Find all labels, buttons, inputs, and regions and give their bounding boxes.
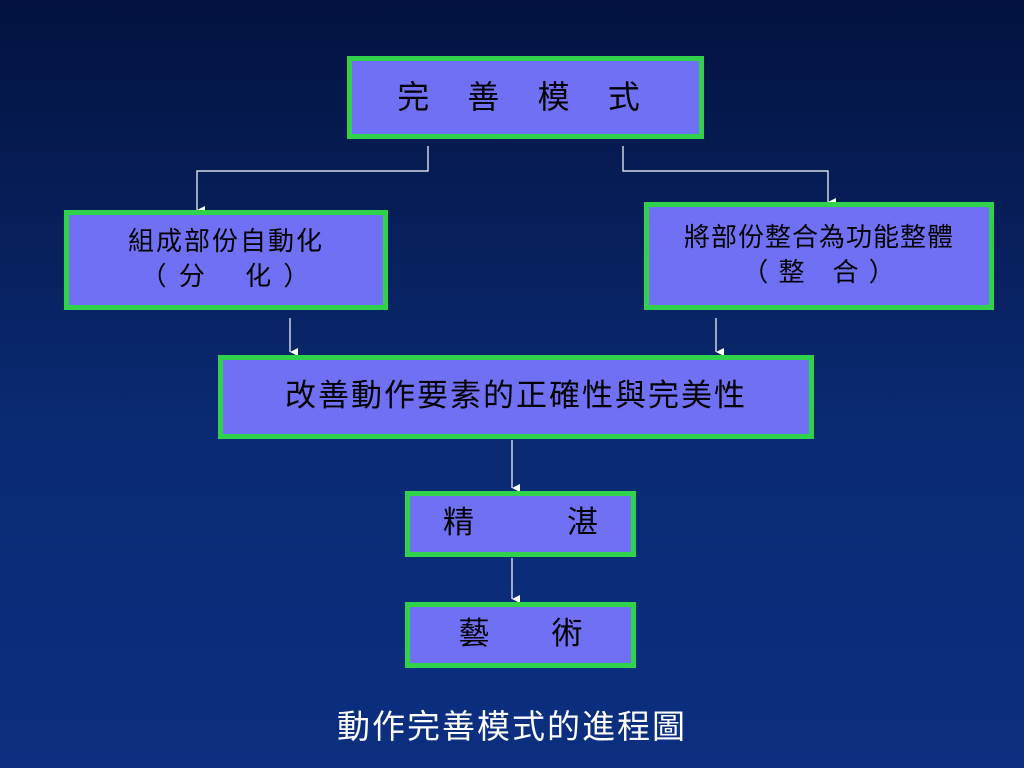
box-artistry: 藝 術 xyxy=(405,602,636,668)
diagram-caption: 動作完善模式的進程圖 xyxy=(337,707,687,746)
box-mastery: 精 湛 xyxy=(405,491,636,557)
box-differentiation: 組成部份自動化 （ 分 化 ） xyxy=(64,210,388,310)
box-improve-movement: 改善動作要素的正確性與完美性 xyxy=(218,355,814,439)
box-perfection-model-label: 完 善 模 式 xyxy=(397,77,654,116)
box-integration-line1: 將部份整合為功能整體 xyxy=(683,222,954,253)
box-integration: 將部份整合為功能整體 （ 整 合 ） xyxy=(644,202,994,310)
connector-top-to-right xyxy=(622,146,836,206)
box-differentiation-line1: 組成部份自動化 xyxy=(127,226,324,257)
box-differentiation-line2: （ 分 化 ） xyxy=(140,262,312,292)
box-improve-movement-label: 改善動作要素的正確性與完美性 xyxy=(285,378,747,415)
box-integration-line2: （ 整 合 ） xyxy=(742,258,896,288)
box-perfection-model: 完 善 模 式 xyxy=(347,56,704,139)
box-artistry-label: 藝 術 xyxy=(458,616,583,653)
connector-top-to-left xyxy=(196,146,429,214)
box-mastery-label: 精 湛 xyxy=(443,505,598,542)
